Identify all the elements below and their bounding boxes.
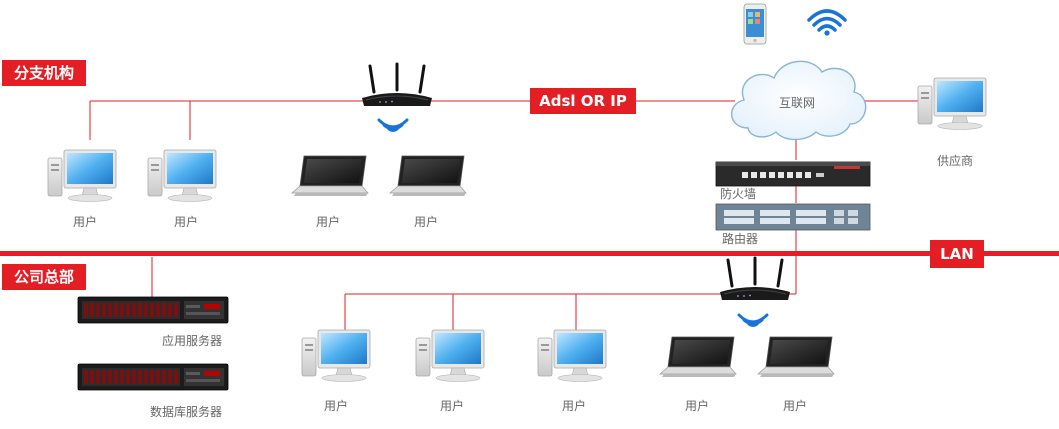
laptop-icon (389, 155, 467, 197)
application-server: 应用服务器 (77, 296, 229, 348)
desktop-icon (537, 329, 607, 382)
laptop-icon (291, 155, 369, 197)
cloud-icon (731, 60, 867, 141)
hq-desktop-2: 用户 (415, 329, 485, 413)
router-icon (360, 62, 434, 108)
desktop-icon (917, 77, 987, 130)
headquarters-section-label: 公司总部 (14, 268, 74, 286)
desktop-icon (47, 149, 117, 202)
wifi-icon (737, 313, 769, 327)
desktop-icon (301, 329, 371, 382)
firewall: 防火墙 (715, 161, 871, 201)
app-server-label: 应用服务器 (162, 333, 222, 348)
lan-label: LAN (940, 245, 974, 263)
cloud-label: 互联网 (779, 96, 815, 110)
router-icon (718, 256, 792, 302)
wifi-icon (377, 118, 409, 132)
router-label: 路由器 (722, 231, 758, 246)
internet-cloud: 互联网 (731, 60, 867, 141)
branch-section-label: 分支机构 (14, 64, 74, 82)
user-label: 用户 (316, 214, 340, 229)
user-label: 用户 (324, 398, 348, 413)
desktop-icon (147, 149, 217, 202)
internet-wifi-icon (807, 9, 847, 36)
headquarters-router (718, 256, 792, 327)
branch-desktop-1: 用户 (47, 149, 117, 229)
hq-desktop-3: 用户 (537, 329, 607, 413)
hq-desktop-1: 用户 (301, 329, 371, 413)
user-label: 用户 (685, 398, 709, 413)
lan-backbone (0, 251, 1059, 256)
hq-laptop-2: 用户 (757, 336, 835, 413)
database-server: 数据库服务器 (77, 363, 229, 419)
user-label: 用户 (414, 214, 438, 229)
laptop-icon (757, 336, 835, 378)
supplier-desktop: 供应商 (917, 77, 987, 168)
phone-icon (743, 3, 767, 45)
laptop-icon (659, 336, 737, 378)
branch-laptop-1: 用户 (291, 155, 369, 229)
wan-link-label: Adsl OR IP (539, 92, 627, 110)
branch-desktop-2: 用户 (147, 149, 217, 229)
firewall-label: 防火墙 (720, 186, 756, 201)
server-icon (77, 296, 229, 324)
branch-router (360, 62, 434, 132)
desktop-icon (415, 329, 485, 382)
hq-laptop-1: 用户 (659, 336, 737, 413)
branch-section-tag: 分支机构 (2, 60, 86, 86)
switch-icon (715, 203, 871, 231)
core-router: 路由器 (715, 203, 871, 246)
branch-laptop-2: 用户 (389, 155, 467, 229)
network-wires (89, 100, 920, 330)
lan-tag: LAN (930, 240, 984, 268)
user-label: 用户 (440, 398, 464, 413)
db-server-label: 数据库服务器 (150, 404, 222, 419)
user-label: 用户 (174, 214, 198, 229)
user-label: 用户 (783, 398, 807, 413)
wan-link-tag: Adsl OR IP (530, 88, 636, 114)
headquarters-section-tag: 公司总部 (2, 264, 86, 290)
user-label: 用户 (73, 214, 97, 229)
supplier-label: 供应商 (937, 153, 973, 168)
server-icon (77, 363, 229, 391)
user-label: 用户 (562, 398, 586, 413)
firewall-icon (715, 161, 871, 187)
